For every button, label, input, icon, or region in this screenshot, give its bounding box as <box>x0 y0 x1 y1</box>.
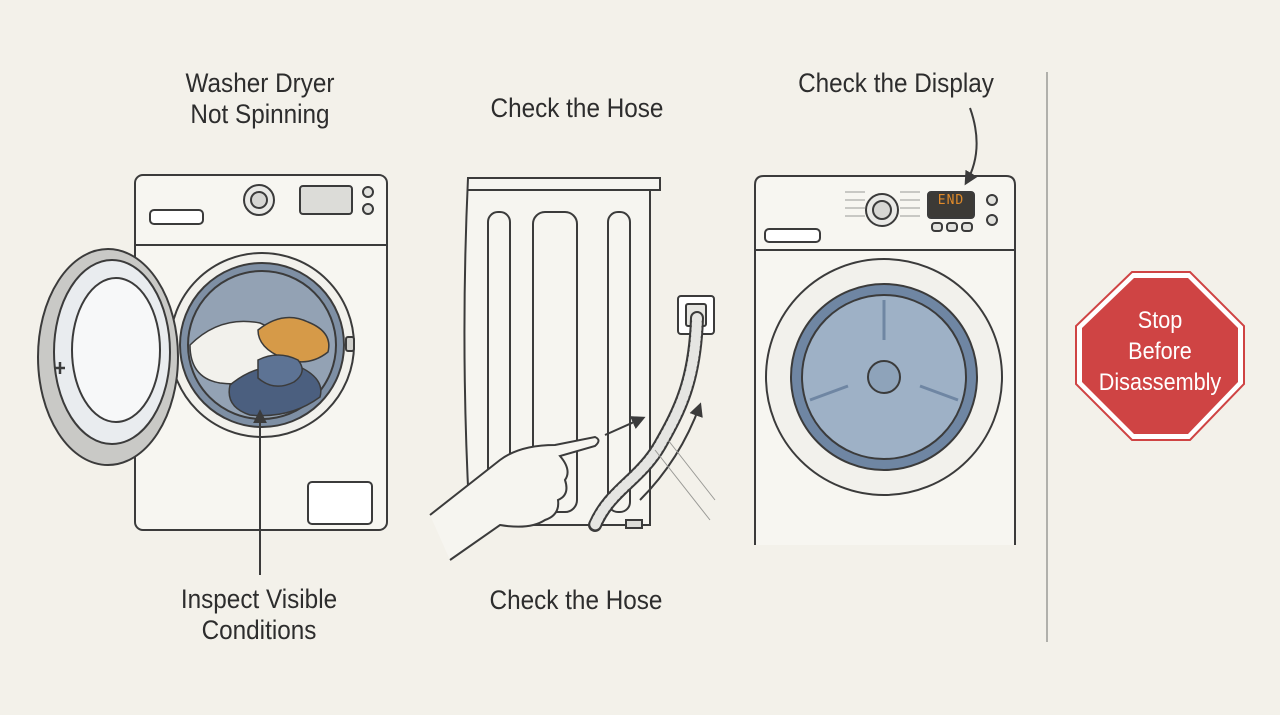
step2-title: Check the Hose <box>490 93 664 123</box>
stop-sign-text: Stop Before Disassembly <box>1088 305 1232 398</box>
stop-line3: Disassembly <box>1098 369 1222 396</box>
step1-title: Washer Dryer Not Spinning <box>170 68 350 130</box>
washer-side-view <box>463 177 715 529</box>
display-readout: END <box>937 193 965 208</box>
step1-title-line2: Not Spinning <box>190 99 330 129</box>
display-pointer-arrow <box>964 107 978 186</box>
step2-caption: Check the Hose <box>489 585 663 615</box>
step1-caption-line1: Inspect Visible <box>180 584 338 614</box>
step1-caption: Inspect Visible Conditions <box>169 584 349 646</box>
step3-title: Check the Display <box>798 68 994 98</box>
arrow-to-hose <box>604 416 646 436</box>
stop-line2: Before <box>1128 338 1192 365</box>
step1-caption-line2: Conditions <box>201 615 317 645</box>
laundry <box>189 316 330 417</box>
open-door <box>37 248 179 466</box>
hand-pointing <box>429 435 600 561</box>
step1-title-line1: Washer Dryer <box>185 68 335 98</box>
stop-line1: Stop <box>1137 307 1183 334</box>
arrow-along-hose <box>639 402 703 501</box>
washer-front-view <box>754 175 1016 545</box>
